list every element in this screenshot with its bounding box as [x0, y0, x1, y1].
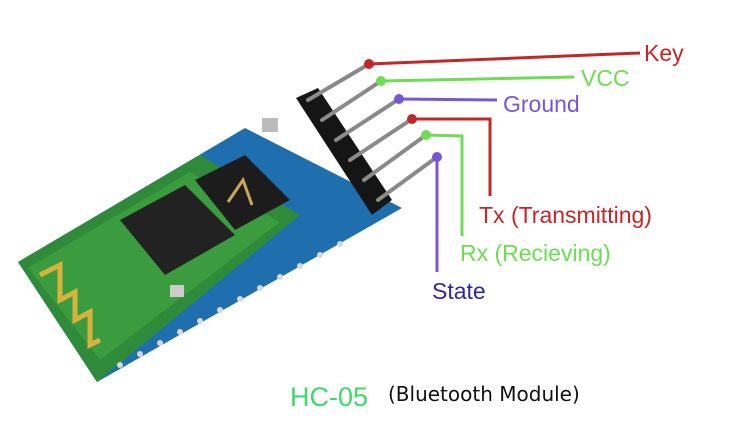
key-dot: [364, 59, 374, 69]
vcc-leader: [380, 75, 575, 83]
state-dot: [432, 152, 442, 162]
state-label: State: [432, 278, 486, 304]
module-description: (Bluetooth Module): [388, 382, 580, 406]
vcc-dot: [376, 76, 386, 86]
key-leader: [368, 51, 641, 66]
tx-dot: [407, 114, 417, 124]
rx-label: Rx (Recieving): [460, 240, 611, 266]
rx-leader: [425, 133, 464, 236]
module-name: HC-05: [290, 382, 368, 412]
rx-dot: [421, 130, 431, 140]
ground-dot: [394, 94, 404, 104]
pin-header: [296, 62, 439, 215]
hc05-board-image: [18, 118, 402, 382]
tx-leader: [412, 117, 492, 196]
vcc-label: VCC: [581, 65, 630, 91]
antenna-trace: [38, 260, 102, 350]
key-label: Key: [644, 40, 684, 66]
tx-label: Tx (Transmitting): [479, 202, 652, 228]
ground-leader: [398, 97, 498, 102]
ground-label: Ground: [503, 91, 580, 117]
